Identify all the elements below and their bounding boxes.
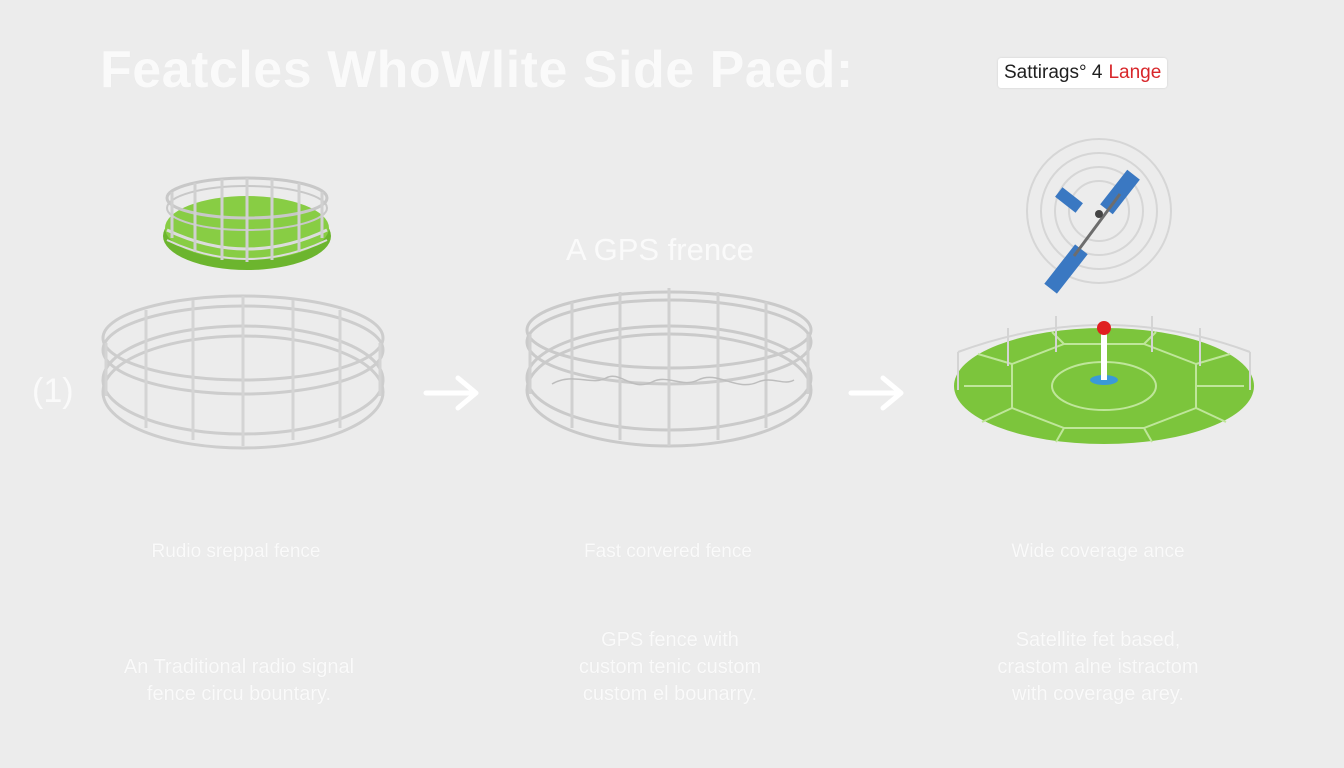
description-line: crastom alne istractom [997,656,1199,678]
radio-fence-illustration [101,294,385,450]
settings-badge[interactable]: Sattirags° 4 Lange [998,58,1168,88]
description-line: fence circu bountary. [146,683,332,705]
middle-title: A GPS frence [566,232,754,267]
small-pen-illustration [163,176,331,270]
gps-fence-illustration [525,288,813,448]
description-line: Satellite fet based, [1015,629,1181,651]
description-line: GPS fence with [601,629,739,651]
description-line: with coverage arey. [1012,683,1184,705]
column-2-description: GPS fence with custom tenic custom custo… [505,627,835,708]
column-1-description: An Traditional radio signal fence circu … [74,654,404,708]
description-line: custom tenic custom [578,656,762,678]
badge-accent-text: Lange [1108,62,1162,83]
badge-text: Sattirags° 4 [1004,62,1103,83]
satellite-field-illustration [954,316,1254,444]
step-number: (1) [32,372,74,410]
column-2-label: Fast corvered fence [584,541,752,562]
description-line: An Traditional radio signal [123,656,355,678]
page-title: Featcles WhoWlite Side Paed: [100,41,854,99]
column-1-label: Rudio sreppal fence [151,541,321,562]
description-line: custom el bounarry. [582,683,758,705]
arrow-right-icon [848,375,904,411]
arrow-right-icon [423,375,479,411]
column-3-label: Wide coverage ance [1011,541,1185,562]
column-3-description: Satellite fet based, crastom alne istrac… [933,627,1263,708]
satellite-icon [1026,138,1172,294]
